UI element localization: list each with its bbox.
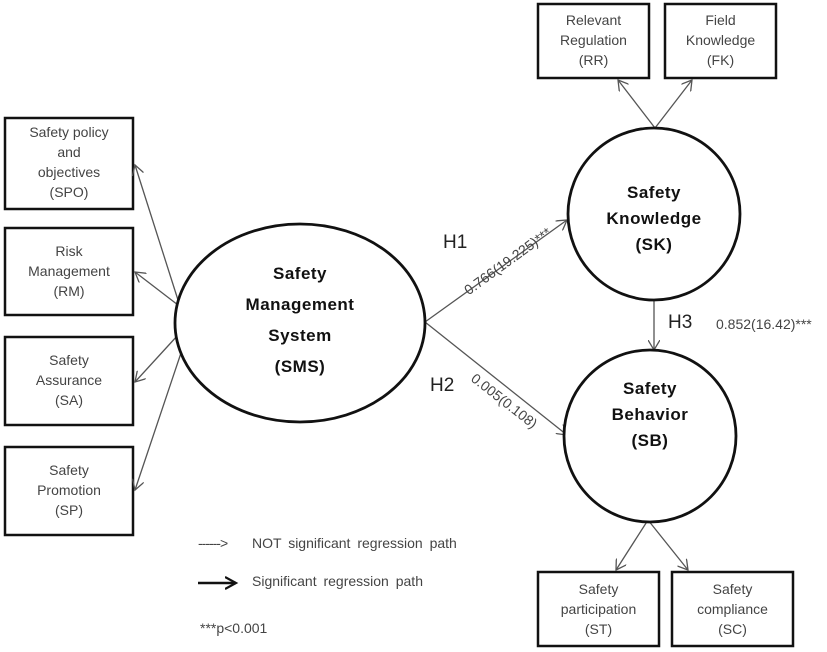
h2-label: H2	[430, 375, 455, 396]
arrow-sb-st	[616, 519, 649, 570]
legend-dashed-arrow: ------>	[198, 535, 228, 551]
sms-label: Safety Management System (SMS)	[245, 264, 355, 376]
circle-sk	[566, 126, 742, 302]
sb-label: Safety Behavior (SB)	[611, 379, 689, 450]
arrow-sms-spo	[135, 165, 179, 301]
circle-sb	[562, 348, 738, 524]
arrow-sms-rm	[135, 272, 179, 306]
box-sc	[670, 570, 795, 648]
box-spo	[3, 116, 135, 211]
box-st	[536, 570, 661, 648]
h3-coefficient: 0.852(16.42)***	[716, 316, 812, 332]
ellipse-sms	[173, 222, 427, 424]
arrow-h2	[424, 321, 567, 435]
h1-label: H1	[443, 232, 468, 253]
arrow-sb-sc	[647, 519, 688, 570]
box-sa	[3, 335, 135, 427]
legend-not-significant: NOT significant regression path	[252, 535, 457, 551]
h3-label: H3	[668, 312, 693, 333]
box-sp-label: Safety Promotion (SP)	[37, 462, 101, 518]
legend-p-value-note: ***p<0.001	[200, 620, 268, 636]
arrow-sms-sa	[135, 334, 179, 382]
box-fk-label: Field Knowledge (FK)	[685, 12, 756, 68]
box-rr-label: Relevant Regulation (RR)	[560, 12, 627, 68]
box-sa-label: Safety Assurance (SA)	[35, 352, 103, 408]
arrow-sk-rr	[618, 80, 656, 129]
box-rr	[536, 2, 651, 80]
box-spo-label: Safety policy and objectives (SPO)	[29, 124, 109, 200]
arrow-sms-sp	[135, 349, 183, 490]
legend-significant: Significant regression path	[252, 573, 423, 589]
arrow-h1	[424, 220, 567, 323]
box-st-label: Safety participation (ST)	[560, 581, 637, 637]
box-sc-label: Safety compliance (SC)	[697, 581, 768, 637]
box-rm	[3, 226, 135, 317]
box-fk	[663, 2, 778, 80]
sk-label: Safety Knowledge (SK)	[606, 183, 702, 254]
arrow-sk-fk	[654, 80, 692, 129]
box-rm-label: Risk Management (RM)	[28, 243, 110, 299]
